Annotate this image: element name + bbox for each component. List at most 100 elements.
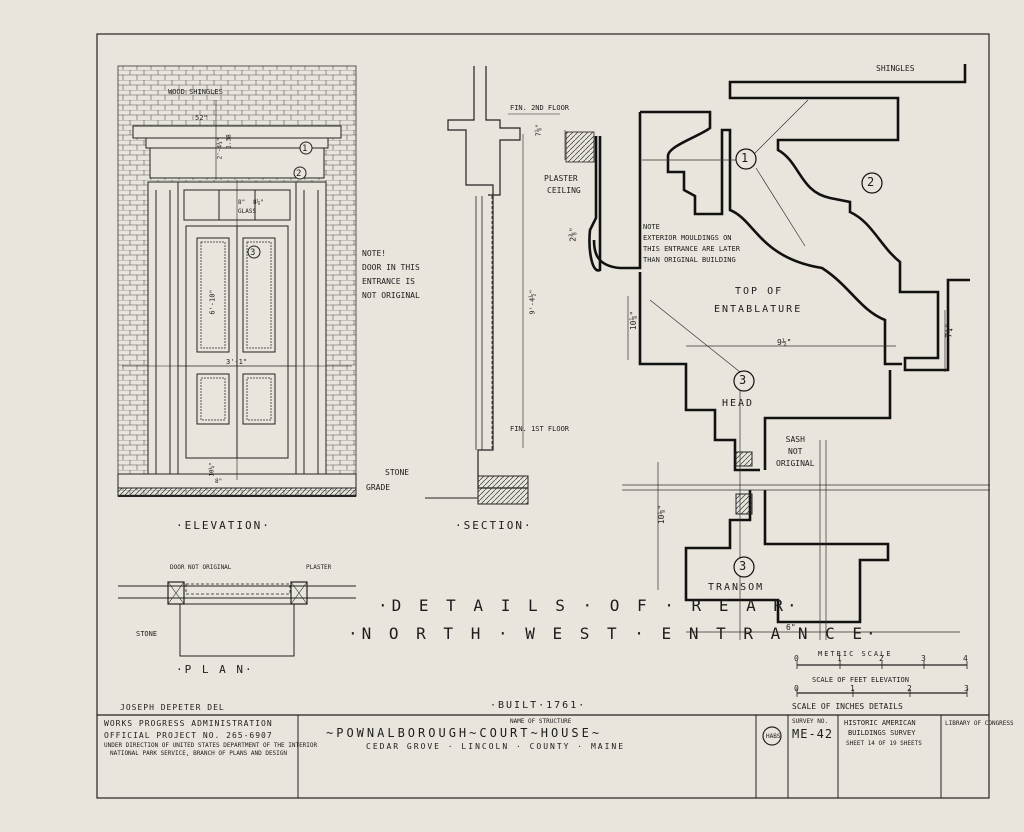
note-door-line-1: NOTE! [362, 249, 387, 258]
callout-circle-3a [733, 370, 755, 392]
wpa-line-1: WORKS PROGRESS ADMINISTRATION [104, 719, 273, 728]
callout-2: 2 [867, 175, 877, 189]
label-stone: STONE [385, 468, 410, 477]
dim-9-half: 9½" [777, 338, 792, 347]
label-glass: GLASS [238, 208, 257, 215]
note-door-line-4: NOT ORIGINAL [362, 291, 420, 300]
note-sash-line-2: NOT [788, 447, 803, 456]
scale-feet-1: 1 [850, 684, 855, 693]
note-door: NOTE! DOOR IN THIS ENTRANCE IS NOT ORIGI… [362, 247, 420, 303]
structure-location: CEDAR GROVE · LINCOLN · COUNTY · MAINE [366, 742, 626, 751]
elevation-view [117, 65, 357, 497]
dim-138: 1.38 [225, 134, 233, 149]
label-fin-1st-floor: FIN. 1ST FLOOR [510, 425, 570, 433]
wpa-line-4: NATIONAL PARK SERVICE, BRANCH OF PLANS A… [110, 750, 288, 757]
note-mouldings-line-1: NOTE [643, 223, 660, 231]
delineator: JOSEPH DEPETER DEL [120, 703, 225, 712]
habs-line-2: BUILDINGS SURVEY [848, 729, 916, 737]
detail-construction [564, 99, 990, 640]
label-stone-plan: STONE [136, 630, 158, 638]
scale-metric-label: METRIC SCALE [818, 650, 893, 658]
dim-24: 2'-4¼" [216, 137, 224, 160]
note-sash-line-1: SASH [785, 435, 805, 444]
plan-view [118, 581, 356, 657]
note-door-line-2: DOOR IN THIS [362, 263, 420, 272]
scale-feet-2: 2 [907, 684, 912, 693]
note-mouldings-line-4: THAN ORIGINAL BUILDING [643, 256, 736, 264]
dim-52: 52" [195, 114, 208, 122]
habs-line-1: HISTORIC AMERICAN [844, 719, 916, 727]
library-stamp: LIBRARY OF CONGRESS [945, 720, 1014, 727]
note-mouldings: NOTE EXTERIOR MOULDINGS ON THIS ENTRANCE… [643, 222, 740, 266]
scale-metric-0: 0 [794, 654, 799, 663]
title-plan: ·P L A N· [176, 663, 254, 676]
scale-metric-3: 3 [921, 654, 926, 663]
wpa-line-2: OFFICIAL PROJECT NO. 265-6907 [104, 731, 273, 740]
callout-1: 1 [741, 151, 751, 165]
scale-feet-0: 0 [794, 684, 799, 693]
callout-circle-1 [735, 148, 757, 170]
scale-feet-3: 3 [964, 684, 969, 693]
callout-1-elev: 1 [302, 144, 308, 154]
main-title-line-1: ·D E T A I L S · O F · R E A R· [378, 596, 801, 615]
scale-inches-label: SCALE OF INCHES DETAILS [792, 702, 903, 711]
scale-metric-4: 4 [963, 654, 968, 663]
sash-hatch-2 [735, 493, 753, 515]
label-wood-shingles: WOOD SHINGLES [168, 88, 223, 96]
sheet-number: SHEET 14 OF 19 SHEETS [846, 740, 922, 747]
name-caption: NAME OF STRUCTURE [510, 718, 572, 725]
wpa-line-3: UNDER DIRECTION OF UNITED STATES DEPARTM… [104, 742, 318, 749]
callout-3a: 3 [739, 373, 749, 387]
plaster-ceiling-hatch [565, 131, 595, 163]
callout-3b: 3 [739, 559, 749, 573]
label-door-not-original: DOOR NOT ORIGINAL [170, 564, 232, 571]
label-fin-2nd-floor: FIN. 2ND FLOOR [510, 104, 570, 112]
full-size-details [588, 64, 970, 624]
dim-7-4: 7¾" [944, 323, 954, 338]
built-date: ·BUILT·1761· [490, 700, 587, 711]
dim-9-4: 9'-4½" [528, 289, 537, 315]
note-mouldings-line-3: THIS ENTRANCE ARE LATER [643, 245, 740, 253]
scale-feet-label: SCALE OF FEET ELEVATION [812, 676, 909, 684]
dim-8: 8" [238, 199, 246, 206]
sheet-border [96, 33, 990, 799]
section-view [425, 66, 560, 505]
survey-caption: SURVEY NO. [792, 718, 829, 725]
survey-number: ME-42 [792, 727, 834, 741]
dim-8c: 8" [215, 478, 223, 485]
label-grade: GRADE [366, 483, 391, 492]
label-shingles: SHINGLES [876, 64, 915, 73]
label-top-of: TOP OF [735, 286, 784, 297]
label-head: HEAD [722, 398, 755, 409]
seal-text: HABS [766, 733, 781, 740]
note-sash: SASH NOT ORIGINAL [776, 434, 815, 470]
callout-3-elev: 3 [250, 248, 256, 258]
label-plaster-ceiling-1: PLASTER [544, 174, 578, 183]
dim-8b: 8¼" [253, 199, 264, 206]
callout-2-elev: 2 [296, 169, 302, 179]
scale-metric-2: 2 [879, 654, 884, 663]
label-plaster-ceiling-2: CEILING [547, 186, 581, 195]
structure-name: ~POWNALBOROUGH~COURT~HOUSE~ [326, 726, 603, 740]
label-entablature: ENTABLATURE [714, 304, 803, 315]
callout-circle-2 [861, 172, 883, 194]
dim-3-1: 3'-1" [226, 358, 248, 366]
main-title-line-2: ·N O R T H · W E S T · E N T R A N C E· [348, 624, 880, 643]
scale-bars [796, 661, 968, 697]
label-transom: TRANSOM [708, 582, 765, 593]
dim-10-4: 10¼" [208, 462, 216, 477]
scale-metric-1: 1 [837, 654, 842, 663]
dim-10-8b: 10⅛" [657, 504, 667, 525]
dim-6-10: 6'-10" [208, 289, 217, 315]
dim-2-3: 2⅜" [568, 227, 578, 242]
habs-seal [762, 726, 782, 746]
callout-circle-3b [733, 556, 755, 578]
title-block-lines [97, 714, 989, 798]
dim-6: 6" [786, 623, 796, 632]
sash-hatch [735, 451, 753, 467]
note-sash-line-3: ORIGINAL [776, 459, 815, 468]
title-elevation: ·ELEVATION· [176, 519, 271, 532]
title-section: ·SECTION· [455, 519, 533, 532]
